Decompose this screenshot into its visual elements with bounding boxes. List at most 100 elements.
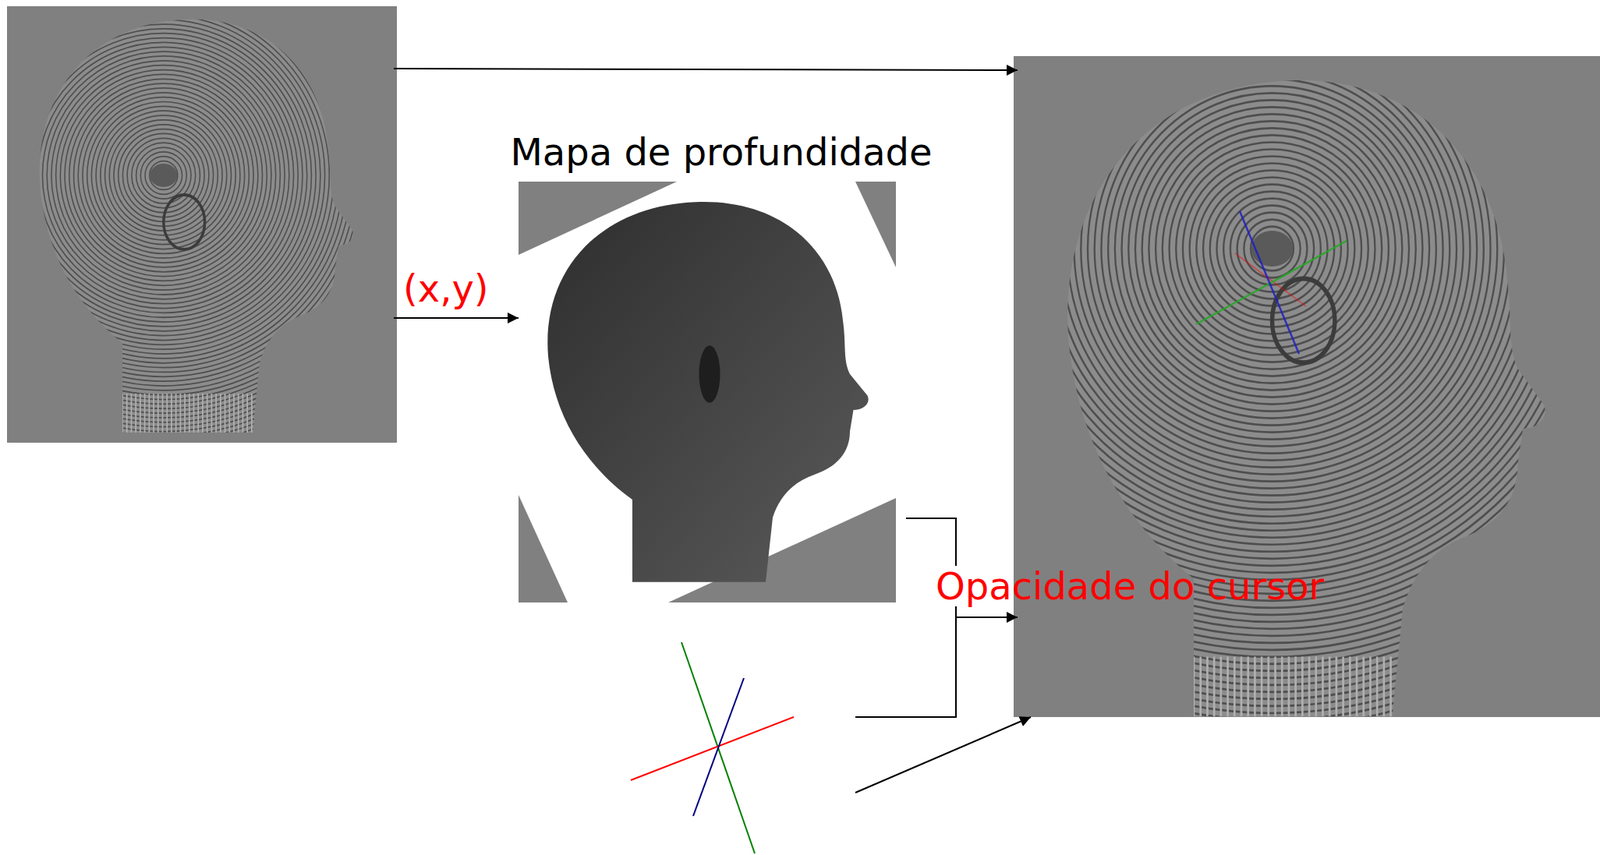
contour-line <box>0 0 379 396</box>
contour-line <box>1040 8 1505 489</box>
contour-line <box>1060 29 1484 468</box>
contour-line <box>1250 226 1294 272</box>
contour-line <box>789 0 1600 749</box>
neck-stripe <box>144 393 146 433</box>
contour-line <box>0 0 535 555</box>
ear-detail <box>163 194 206 250</box>
neck-stripe <box>1301 657 1304 718</box>
contour-line <box>1067 36 1477 461</box>
contour-line <box>0 1 334 350</box>
contour-line <box>0 0 486 505</box>
neck-stripe <box>1246 657 1250 718</box>
contour-line <box>0 0 352 369</box>
cursor-axis <box>1196 240 1347 325</box>
contour-line <box>0 0 347 364</box>
contour-line <box>1148 120 1395 376</box>
contour-line <box>0 0 383 400</box>
contour-line <box>802 0 1600 735</box>
contour-line <box>0 0 539 560</box>
neck-stripe <box>1267 657 1270 718</box>
contour-line <box>999 0 1545 531</box>
neck-stripe <box>193 393 195 433</box>
contour-line <box>56 65 272 287</box>
contour-line <box>0 0 401 418</box>
contour-line <box>1033 1 1511 496</box>
contour-line <box>1074 43 1471 454</box>
contour-line <box>870 0 1600 665</box>
contour-line <box>714 0 1600 826</box>
neck-stripe <box>1219 657 1222 718</box>
contour-line <box>0 0 343 359</box>
contour-line <box>952 0 1593 581</box>
contour-line <box>77 88 249 263</box>
contour-line <box>747 0 1600 791</box>
contour-line <box>113 124 214 227</box>
neck-stripe <box>148 393 150 433</box>
contour-line <box>1047 15 1498 482</box>
contour-line <box>1094 64 1451 432</box>
contour-line <box>959 0 1586 574</box>
contour-line <box>91 102 236 250</box>
contour-line <box>0 0 432 450</box>
neck-stripe <box>1206 657 1209 718</box>
contour-line <box>992 0 1552 539</box>
neck-stripe <box>170 393 173 433</box>
neck-stripe <box>233 393 235 433</box>
depth-map: Mapa de profundidade <box>518 181 896 603</box>
cursor-axis <box>681 642 755 854</box>
contour-line <box>0 0 370 386</box>
contour-line <box>0 0 477 496</box>
contour-line <box>0 0 468 487</box>
arrow <box>393 68 1018 71</box>
contour-line <box>1005 0 1538 524</box>
contour-line <box>700 0 1600 840</box>
contour-line <box>1223 198 1321 300</box>
neck-stripe <box>157 393 160 433</box>
contour-line <box>0 0 459 478</box>
neck-stripe <box>134 393 137 433</box>
neck-stripe <box>1199 657 1202 718</box>
contour-line <box>727 0 1600 812</box>
contour-line <box>734 0 1600 805</box>
contour-line <box>842 0 1600 693</box>
contour-line <box>149 161 178 191</box>
contour-line <box>0 0 526 546</box>
contour-line <box>972 0 1572 560</box>
head-render <box>547 201 868 583</box>
neck-stripe <box>1308 657 1311 718</box>
contour-line <box>0 0 437 455</box>
contour-lines <box>700 0 1600 840</box>
contour-line <box>0 0 415 432</box>
neck-stripe <box>1274 657 1277 718</box>
contour-line <box>917 0 1600 616</box>
contour-line <box>979 0 1566 553</box>
contour-line <box>856 0 1600 679</box>
contour-line <box>741 0 1600 798</box>
contour-line <box>911 0 1600 623</box>
neck-stripe <box>1281 657 1284 718</box>
contour-line <box>0 0 482 500</box>
contour-line <box>1107 78 1437 418</box>
contour-line <box>24 33 303 319</box>
contour-line <box>0 0 490 510</box>
contour-line <box>931 0 1600 602</box>
contour-line <box>863 0 1600 672</box>
contour-line <box>822 0 1600 714</box>
neck-stripe <box>1192 657 1196 718</box>
contour-line <box>28 38 298 314</box>
contour-line <box>1155 127 1389 369</box>
neck-stripe <box>1369 657 1372 718</box>
contour-line <box>0 0 365 382</box>
head-silhouette <box>1067 80 1545 718</box>
contour-line <box>38 46 290 304</box>
neck-stripe <box>197 393 199 433</box>
neck-stripe <box>1341 657 1345 718</box>
neck-stripe <box>166 393 168 433</box>
contour-line <box>10 19 316 332</box>
neck-stripe <box>246 393 248 433</box>
contour-line <box>775 0 1600 763</box>
contour-line <box>0 0 361 377</box>
neck-stripe <box>1321 657 1324 718</box>
contour-line <box>1237 212 1308 286</box>
